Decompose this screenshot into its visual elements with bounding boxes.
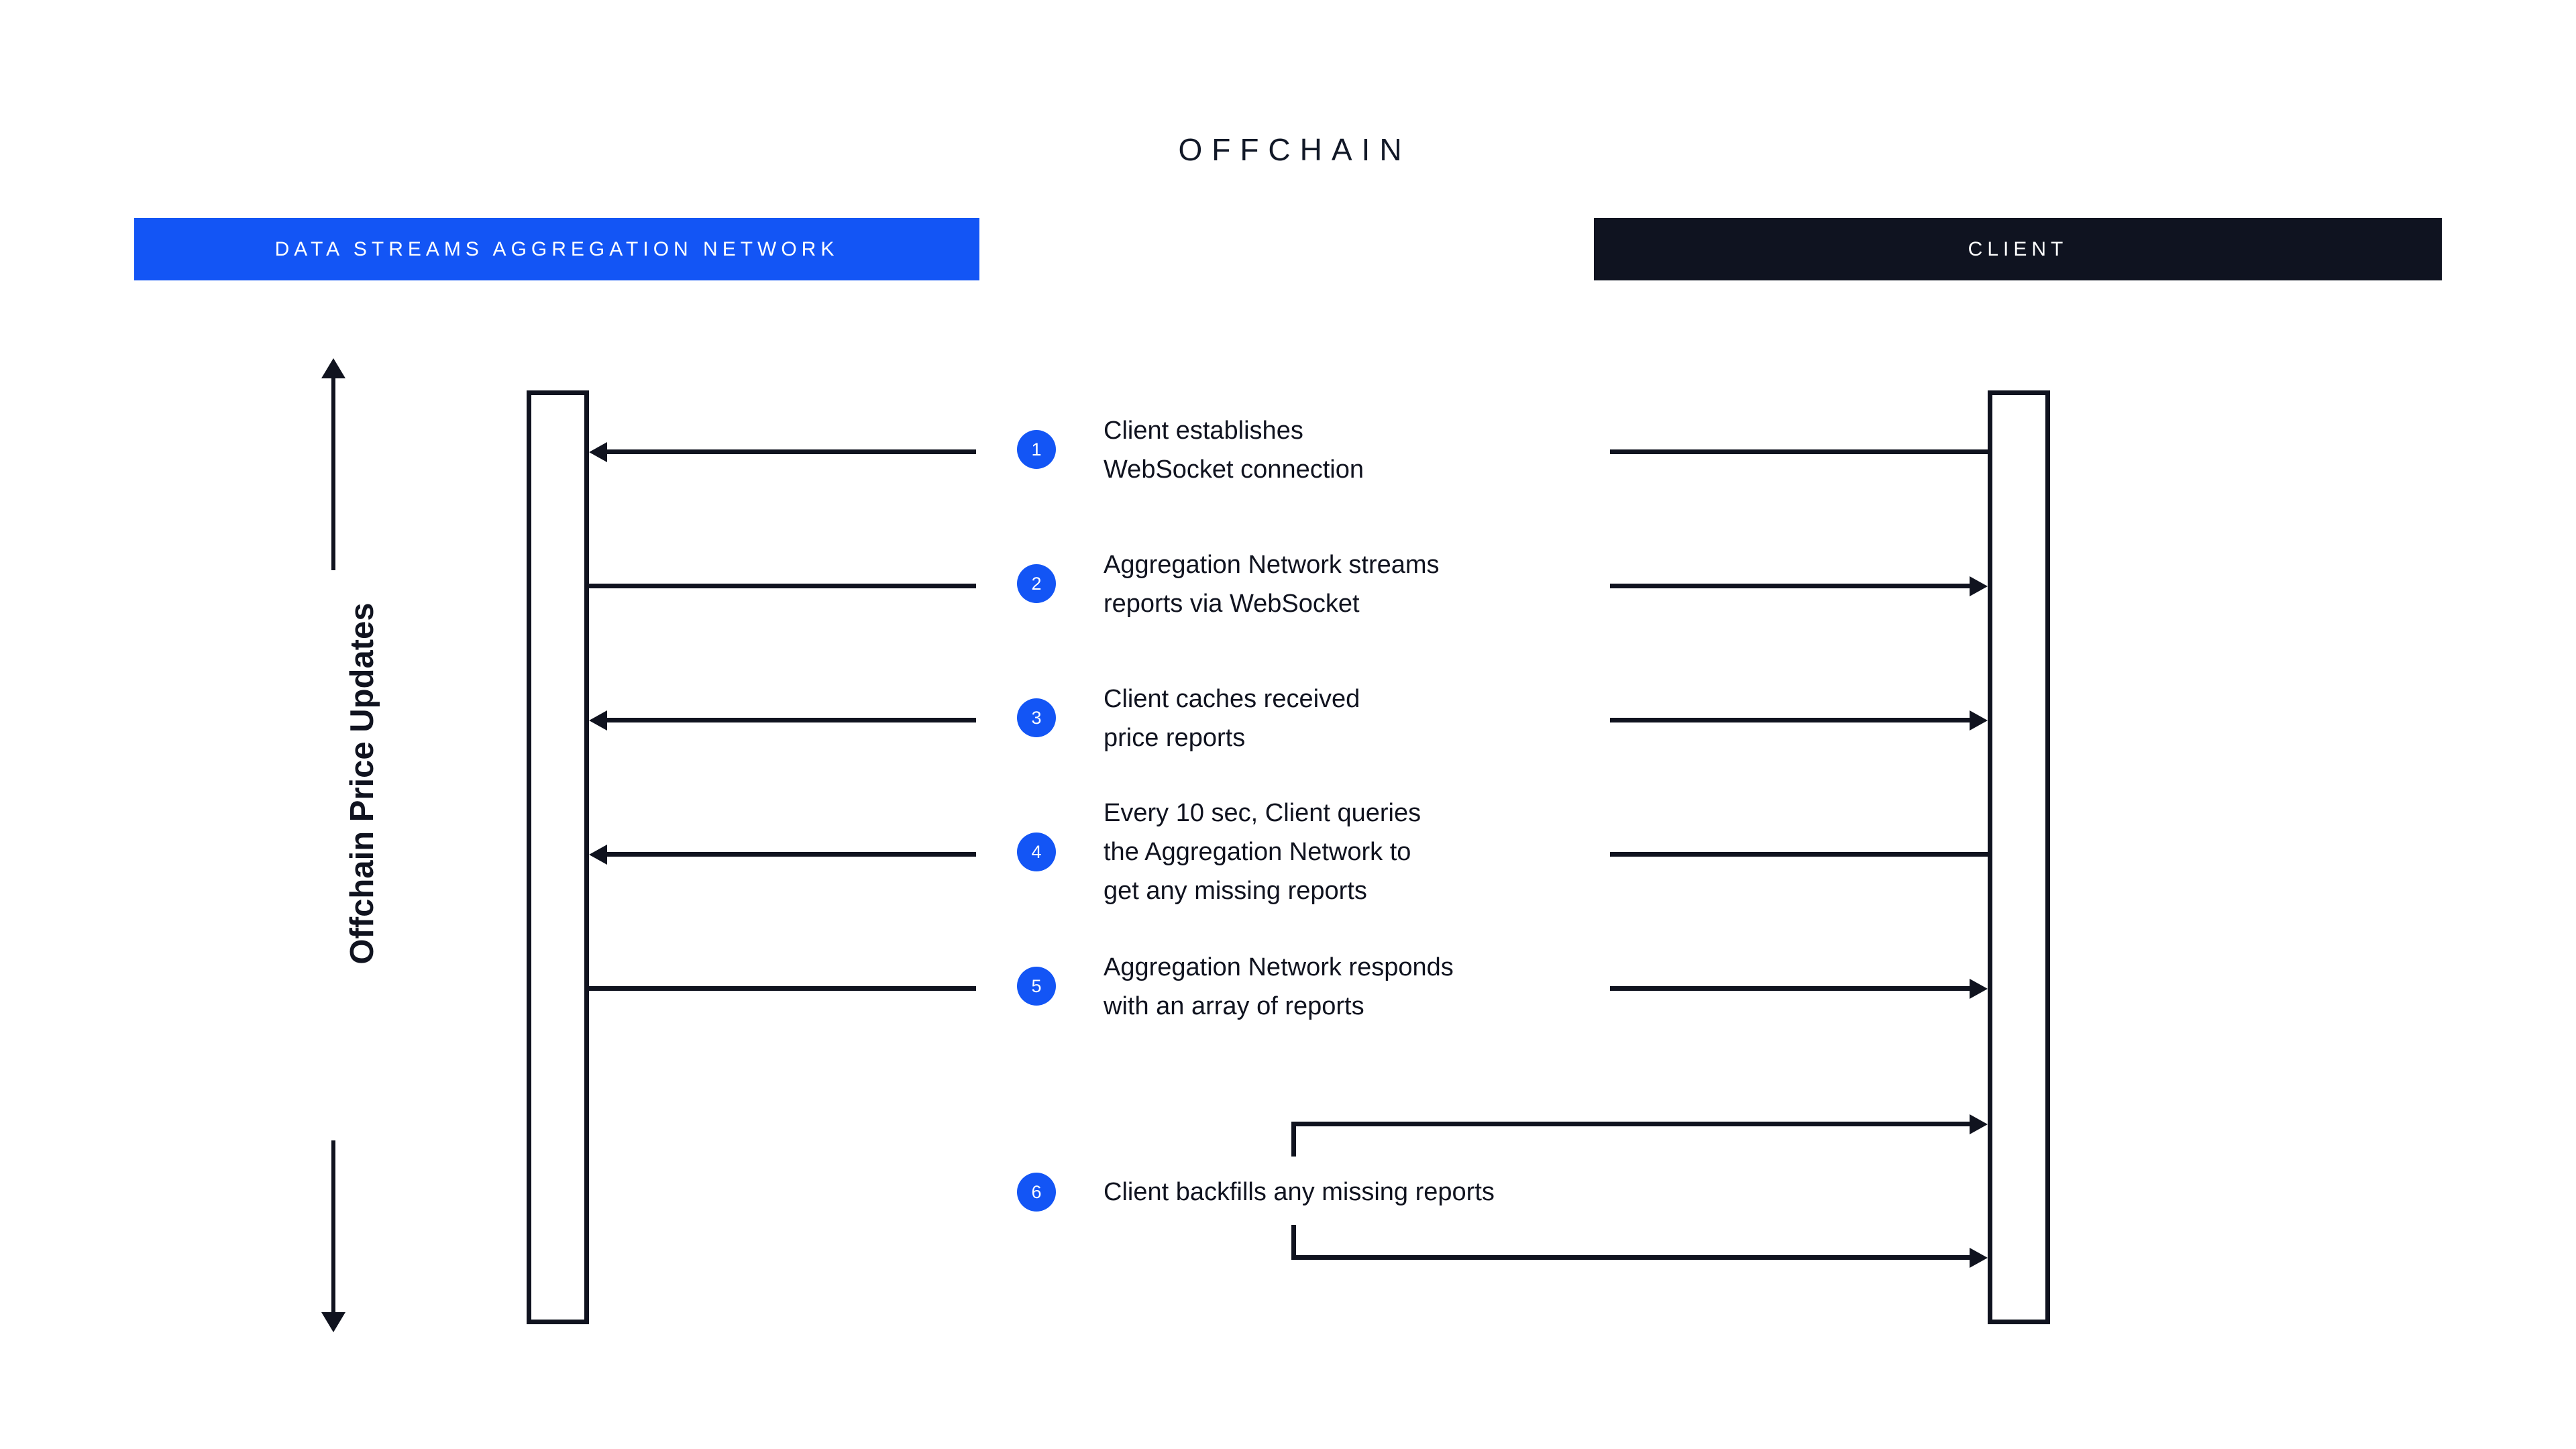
step-caption-1: Client establishes WebSocket connection — [1104, 417, 1364, 484]
step-badge-4: 4 — [1017, 833, 1056, 871]
loop-stub-bottom — [1291, 1225, 1296, 1260]
step-badge-3: 3 — [1017, 698, 1056, 737]
arrowhead-left-icon — [589, 845, 607, 865]
step-badge-2: 2 — [1017, 564, 1056, 603]
message-line-right-1 — [1610, 449, 1988, 454]
step-badge-5: 5 — [1017, 967, 1056, 1006]
message-line-right-3 — [1610, 718, 1970, 722]
arrowhead-right-icon — [1970, 576, 1988, 596]
loop-line-bottom — [1291, 1255, 1970, 1260]
lane-header-aggregation-network: DATA STREAMS AGGREGATION NETWORK — [134, 218, 979, 280]
message-line-right-5 — [1610, 986, 1970, 991]
arrowhead-right-icon — [1970, 710, 1988, 731]
step-number-4: 4 — [1031, 841, 1042, 862]
axis-label: Offchain Price Updates — [344, 602, 380, 965]
arrowhead-right-icon — [1970, 979, 1988, 999]
arrowhead-left-icon — [589, 710, 607, 731]
arrow-up-icon — [321, 358, 345, 570]
step-caption-3: Client caches received price reports — [1104, 685, 1360, 752]
step-number-6: 6 — [1031, 1181, 1042, 1202]
step-number-2: 2 — [1031, 573, 1042, 594]
offchain-price-updates-axis: Offchain Price Updates — [282, 358, 389, 1335]
loop-stub-top — [1291, 1122, 1296, 1157]
step-badge-1: 1 — [1017, 430, 1056, 469]
lane-header-aggregation-network-label: DATA STREAMS AGGREGATION NETWORK — [274, 237, 839, 260]
page-title: OFFCHAIN — [1178, 132, 1411, 167]
lane-header-client-label: CLIENT — [1968, 237, 2068, 260]
message-line-left-1 — [607, 449, 976, 454]
message-line-left-3 — [607, 718, 976, 722]
lifeline-aggregation-network — [527, 390, 589, 1324]
loop-line-top — [1291, 1122, 1970, 1126]
message-line-left-5 — [589, 986, 976, 991]
step-caption-2: Aggregation Network streams reports via … — [1104, 551, 1440, 618]
step-caption-4: Every 10 sec, Client queries the Aggrega… — [1104, 799, 1421, 905]
step-number-1: 1 — [1031, 439, 1042, 460]
arrowhead-right-icon — [1970, 1248, 1988, 1268]
step-badge-6: 6 — [1017, 1173, 1056, 1212]
message-line-left-4 — [607, 852, 976, 857]
lane-header-client: CLIENT — [1594, 218, 2442, 280]
arrow-down-icon — [321, 1140, 345, 1332]
message-line-right-4 — [1610, 852, 1988, 857]
step-number-5: 5 — [1031, 975, 1042, 996]
step-caption-5: Aggregation Network responds with an arr… — [1104, 953, 1454, 1020]
lifeline-client — [1988, 390, 2050, 1324]
message-line-right-2 — [1610, 584, 1970, 588]
message-line-left-2 — [589, 584, 976, 588]
arrowhead-right-icon — [1970, 1114, 1988, 1134]
step-number-3: 3 — [1031, 707, 1042, 728]
step-caption-6: Client backfills any missing reports — [1104, 1178, 1495, 1206]
arrowhead-left-icon — [589, 442, 607, 462]
